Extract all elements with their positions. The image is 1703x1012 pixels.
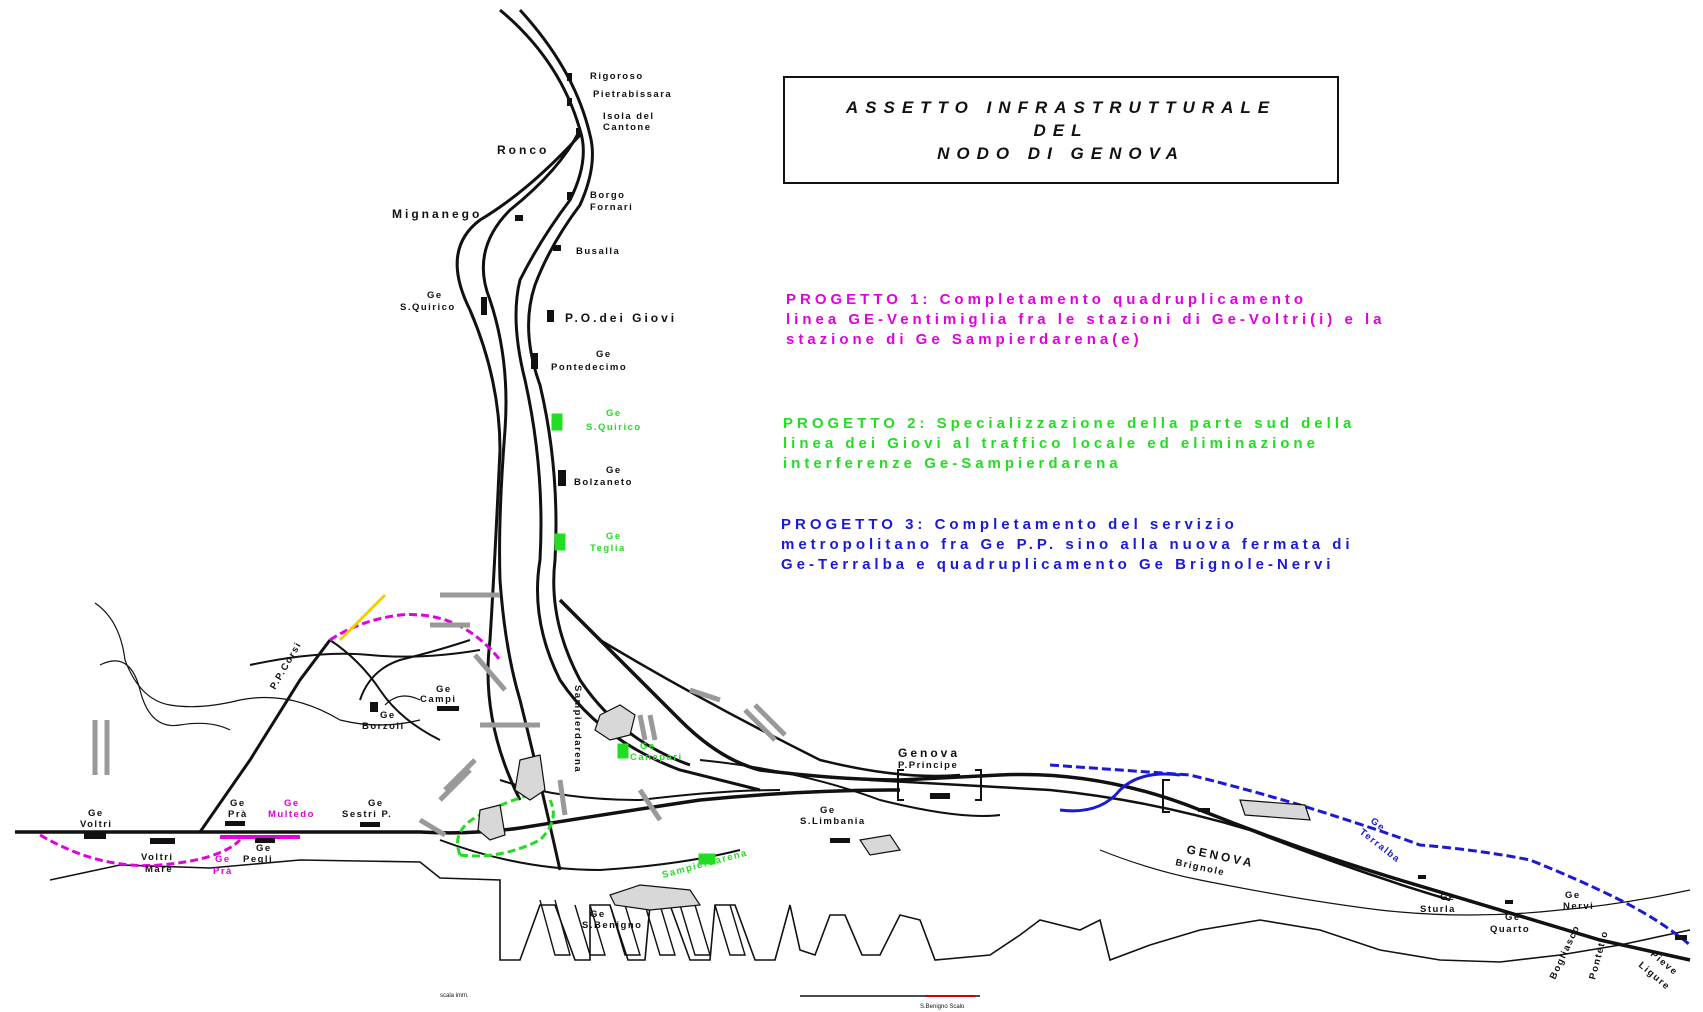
project2-line-3: interferenze Ge-Sampierdarena [783,454,1355,474]
label-nervi-2: Nervi [1563,901,1594,912]
label-scale-right: S.Benigno Scalo [920,1004,965,1010]
label-multedo-1: Ge [284,798,300,809]
giovi-lines [457,10,760,870]
project1-line-1: PROGETTO 1: Completamento quadruplicamen… [786,290,1385,310]
label-voltri-1: Ge [88,808,104,819]
label-sestri-2: Sestri P. [342,809,392,820]
label-borgo-2: Fornari [590,202,633,213]
label-slimbania-1: Ge [820,805,836,816]
label-canepari-1: Ge [640,741,656,752]
project2-line-1: PROGETTO 2: Specializzazione della parte… [783,414,1355,434]
label-nervi-1: Ge [1565,890,1581,901]
label-prab-1: Ge [215,854,231,865]
label-sbenigno-2: S.Benigno [582,920,642,931]
label-pra-1: Ge [230,798,246,809]
project1-text: PROGETTO 1: Completamento quadruplicamen… [786,290,1385,350]
gray-marks [95,595,785,835]
label-campi-2: Campi [420,694,457,705]
label-sampier-vertical: Sampierdarena [572,685,583,773]
label-rigoroso: Rigoroso [590,71,644,82]
label-borzoli-1: Ge [380,710,396,721]
label-isola-2: Cantone [603,122,652,133]
label-pontedecimo-2: Pontedecimo [551,362,627,373]
label-genova-pp-2: P.Principe [898,760,958,771]
project1-line-3: stazione di Ge Sampierdarena(e) [786,330,1385,350]
label-pontedecimo-1: Ge [596,349,612,360]
label-quarto-1: Ge [1505,912,1521,923]
label-vmare-1: Voltri [141,852,174,863]
label-vmare-2: Mare [145,864,173,875]
label-bolzaneto-1: Ge [606,465,622,476]
label-prab-2: Prà [213,866,233,877]
project3-text: PROGETTO 3: Completamento del servizio m… [781,515,1354,575]
project1-line-2: linea GE-Ventimiglia fra le stazioni di … [786,310,1385,330]
label-pietrabissara: Pietrabissara [593,89,672,100]
label-slimbania-2: S.Limbania [800,816,866,827]
label-multedo-2: Multedo [268,809,315,820]
label-busalla: Busalla [576,246,620,257]
map-title-box: ASSETTO INFRASTRUTTURALE DEL NODO DI GEN… [783,76,1339,184]
hatched-yards [478,705,1310,910]
project3-line-2: metropolitano fra Ge P.P. sino alla nuov… [781,535,1354,555]
label-canepari-2: Canepari [630,752,683,763]
project3-line-3: Ge-Terralba e quadruplicamento Ge Brigno… [781,555,1354,575]
title-line-1: ASSETTO INFRASTRUTTURALE [785,96,1337,119]
label-squirico-green-2: S.Quirico [586,422,642,433]
label-bolzaneto-2: Bolzaneto [574,477,633,488]
label-borgo-1: Borgo [590,190,625,201]
label-pegli-1: Ge [256,843,272,854]
label-genova-pp-1: Genova [898,746,960,760]
label-borzoli-2: Borzoli [362,721,405,732]
label-squirico-1: Ge [427,290,443,301]
label-pegli-2: Pegli [243,854,273,865]
label-sturla-1: Ge [1440,892,1456,903]
label-mignanego: Mignanego [392,207,482,221]
project3-line-1: PROGETTO 3: Completamento del servizio [781,515,1354,535]
label-scale-left: scala imm. [440,993,469,999]
label-isola-1: Isola del [603,111,655,122]
station-markers [84,73,1687,940]
title-line-3: NODO DI GENOVA [785,142,1337,165]
project2-line-2: linea dei Giovi al traffico locale ed el… [783,434,1355,454]
label-teglia-2: Teglia [590,543,626,554]
east-line [560,600,1690,960]
title-line-2: DEL [785,119,1337,142]
label-quarto-2: Quarto [1490,924,1530,935]
label-sturla-2: Sturla [1420,904,1456,915]
label-squirico-2: S.Quirico [400,302,456,313]
project2-text: PROGETTO 2: Specializzazione della parte… [783,414,1355,474]
label-pra-2: Prà [228,809,248,820]
label-sestri-1: Ge [368,798,384,809]
label-sampier-green: Sampierdarena [661,847,749,880]
label-voltri-2: Voltri [80,819,113,830]
label-pogiovi: P.O.dei Giovi [565,311,677,325]
label-ronco: Ronco [497,143,549,157]
label-teglia-1: Ge [606,531,622,542]
label-sbenigno-1: Ge [590,909,606,920]
label-squirico-green-1: Ge [606,408,622,419]
